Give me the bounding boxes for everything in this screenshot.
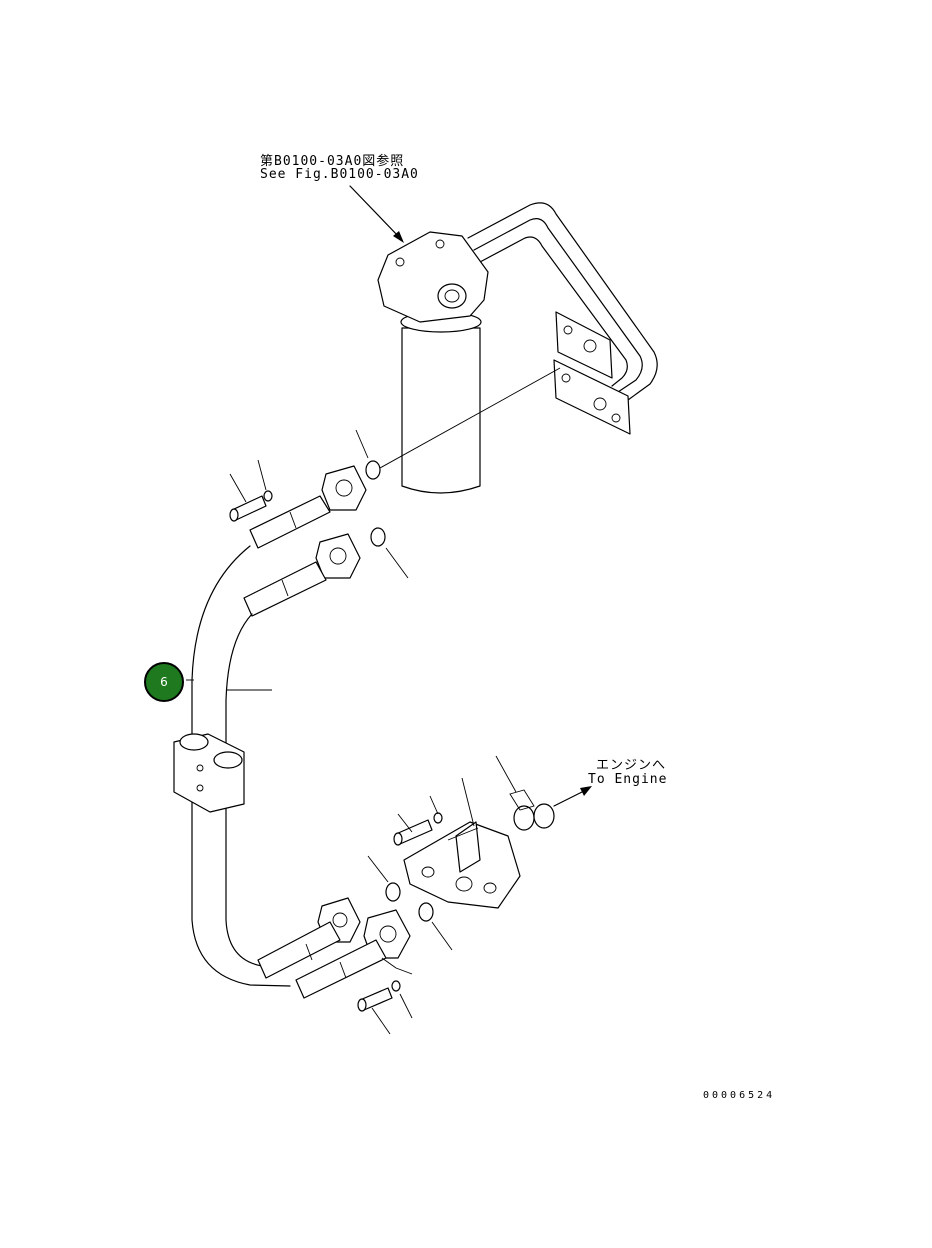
tube-clamp	[173, 733, 245, 813]
o-ring-upper-1	[365, 460, 381, 480]
mounting-plates	[553, 311, 631, 435]
lower-bolt-washer-bottom	[357, 980, 413, 1035]
filter-head	[377, 231, 489, 323]
lower-flange-fittings	[257, 897, 413, 999]
reference-leader-line	[349, 185, 401, 239]
engine-note-jp: エンジンへ	[596, 758, 667, 773]
lower-plate	[553, 359, 631, 435]
o-ring-lower-1	[385, 882, 401, 902]
reference-note-jp: 第B0100-03A0図参照	[260, 154, 405, 169]
o-ring-lower-2	[418, 902, 434, 922]
upper-flange-fittings	[243, 465, 367, 617]
engine-note-en: To Engine	[588, 772, 668, 787]
engine-o-rings	[495, 755, 592, 831]
document-id: 00006524	[703, 1090, 776, 1101]
part-callout-label: 6	[160, 675, 168, 689]
oil-filter-assembly	[377, 231, 489, 494]
lower-bolt-washer-top	[393, 777, 479, 846]
o-ring-upper-2	[370, 527, 386, 547]
filter-port	[437, 283, 467, 309]
upper-tube-bundle	[467, 202, 658, 401]
reference-note-en: See Fig.B0100-03A0	[260, 167, 419, 182]
upper-bolt-washer	[229, 459, 273, 522]
part-callout-6[interactable]: 6	[144, 662, 184, 702]
reference-arrow-head	[393, 231, 404, 243]
filter-canister	[401, 327, 481, 494]
